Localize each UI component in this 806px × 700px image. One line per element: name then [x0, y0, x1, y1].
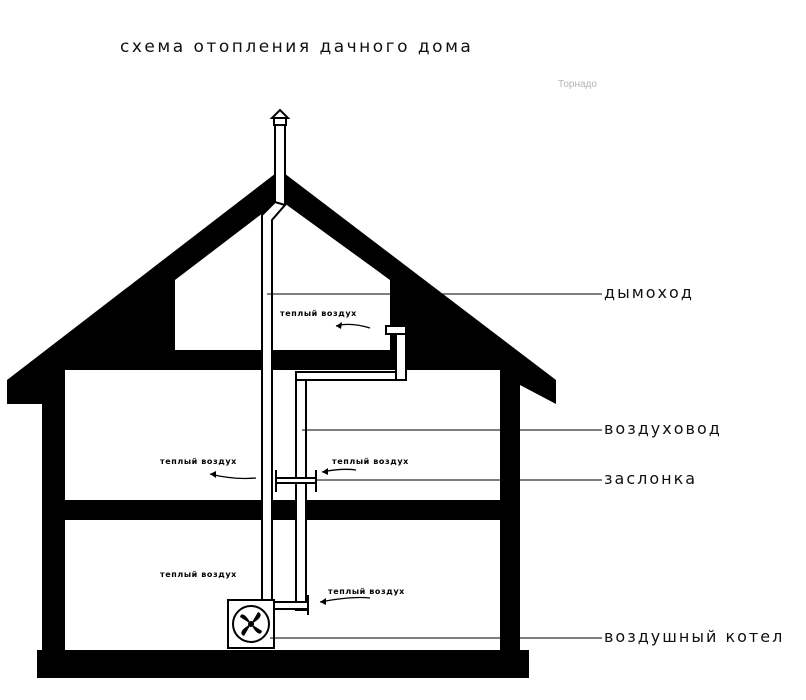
air-duct-attic-riser	[395, 331, 407, 381]
label-air-duct: воздуховод	[604, 419, 722, 438]
label-damper: заслонка	[604, 469, 697, 488]
chimney-top	[274, 124, 286, 206]
warm-air-arrow-upper-left	[209, 473, 257, 480]
label-chimney: дымоход	[604, 283, 694, 302]
air-duct-attic-outlet	[385, 325, 407, 335]
diagram-title: схема отопления дачного дома	[120, 37, 473, 57]
label-air-boiler: воздушный котел	[604, 627, 784, 646]
house-structure	[7, 170, 556, 652]
warm-air-label-upper-right: теплый воздух	[332, 457, 409, 466]
warm-air-label-attic: теплый воздух	[280, 309, 357, 318]
warm-air-label-ground-left: теплый воздух	[160, 570, 237, 579]
watermark: Торнадо	[558, 79, 597, 90]
damper-bar	[275, 477, 317, 484]
chimney-pipe	[261, 200, 287, 606]
chimney-cap	[269, 108, 291, 119]
air-duct-vertical	[295, 371, 307, 611]
boiler-outlet	[273, 601, 309, 610]
chimney-cap-base	[273, 117, 287, 126]
warm-air-arrow-ground-right	[319, 596, 371, 603]
foundation	[37, 650, 529, 678]
air-duct-horizontal	[295, 371, 407, 381]
warm-air-arrowhead-attic	[336, 322, 342, 329]
warm-air-arrowhead-upper-left	[210, 471, 216, 478]
air-boiler	[227, 599, 275, 649]
warm-air-arrowhead-ground-right	[320, 598, 326, 605]
warm-air-label-upper-left: теплый воздух	[160, 457, 237, 466]
warm-air-arrowhead-upper-right	[322, 468, 328, 475]
warm-air-label-ground-right: теплый воздух	[328, 587, 405, 596]
